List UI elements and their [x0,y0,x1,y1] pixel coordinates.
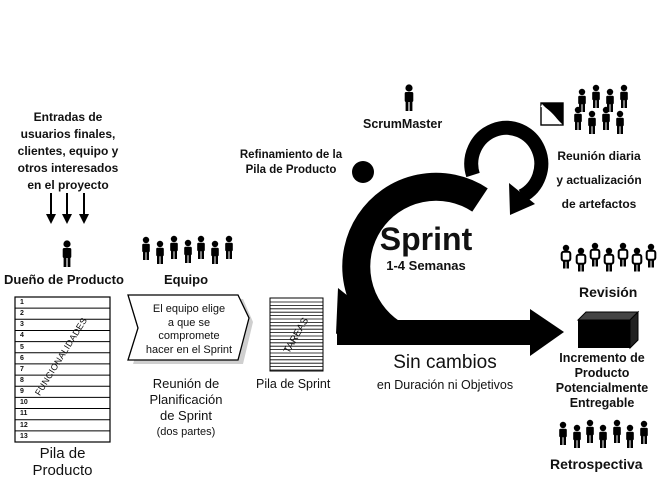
backlog-row-number: 3 [20,321,24,329]
refinement-line: Refinamiento de la [239,149,343,161]
scrum-master-icon [404,84,414,111]
backlog-row-number: 9 [20,388,24,396]
retro-label: Retrospectiva [550,456,643,472]
planning-arrow-box [127,294,253,364]
backlog-caption-line: Producto [32,462,93,479]
inputs-line: usuarios finales, [20,127,116,141]
backlog-row-number: 5 [20,343,24,351]
daily-document-icon [540,102,564,126]
no-changes-subtitle: en Duración ni Objetivos [376,378,514,392]
increment-line: Entregable [569,396,635,410]
product-owner-icon [62,240,72,267]
review-team-icon [560,241,657,273]
planning-box-text: El equipo elige a que se compromete hace… [135,303,243,357]
backlog-row-number: 6 [20,354,24,362]
planning-box-line: a que se [167,316,211,329]
inputs-line: clientes, equipo y [17,144,119,158]
backlog-row-number: 1 [20,299,24,306]
daily-team-icon [574,84,628,134]
planning-caption-line: de Sprint [159,408,213,423]
inputs-line: en el proyecto [27,178,109,192]
inputs-line: Entradas de [33,110,103,124]
daily-text: Reunión diaria y actualización de artefa… [540,144,658,216]
backlog-row-number: 11 [20,410,28,418]
increment-line: Potencialmente [555,381,649,395]
daily-line: Reunión diaria [557,149,641,163]
planning-caption-small: (dos partes) [156,426,216,438]
sprint-subtitle: 1-4 Semanas [386,258,466,273]
increment-box-icon [576,310,640,350]
daily-cycle-arrow [464,120,549,215]
planning-caption: Reunión de Planificación de Sprint (dos … [132,376,240,440]
planning-caption-line: Planificación [149,392,223,407]
sprint-backlog-paper [269,297,324,372]
inputs-text: Entradas de usuarios finales, clientes, … [4,109,132,194]
refinement-text: Refinamiento de la Pila de Producto [232,148,350,178]
review-label: Revisión [579,284,638,300]
planning-box-line: compromete [158,330,220,342]
sprint-title: Sprint [379,221,473,257]
scrum-master-label: ScrumMaster [363,117,443,131]
input-arrows [46,193,89,224]
daily-line: y actualización [556,173,642,187]
increment-line: Incremento de [559,351,645,365]
backlog-caption-line: Pila de [39,445,86,462]
product-backlog-list [14,296,111,443]
no-changes-title: Sin cambios [393,352,497,373]
team-icon [142,235,233,264]
backlog-row-number: 10 [20,399,28,407]
inputs-line: otros interesados [17,161,119,175]
increment-text: Incremento de Producto Potencialmente En… [546,351,658,411]
planning-box-line: El equipo elige [152,303,226,315]
backlog-row-number: 2 [20,310,24,318]
team-label: Equipo [164,272,209,287]
backlog-caption: Pila de Producto [10,445,115,479]
refinement-line: Pila de Producto [245,164,337,176]
backlog-row-number: 7 [20,365,24,373]
sprint-backlog-caption: Pila de Sprint [256,377,331,391]
planning-caption-line: Reunión de [152,376,220,391]
product-backlog-rows: 1 2 3 4 5 6 7 8 9 10 11 12 13 [20,297,110,442]
increment-line: Producto [574,366,630,380]
output-arrow [337,309,564,356]
daily-line: de artefactos [561,197,637,211]
backlog-row-number: 12 [20,421,28,429]
backlog-row-number: 8 [20,376,24,384]
retro-team-icon [559,419,648,448]
planning-box-line: hacer en el Sprint [145,343,233,356]
backlog-row-number: 13 [20,432,28,440]
backlog-row-number: 4 [20,332,24,340]
product-owner-label: Dueño de Producto [4,272,124,287]
